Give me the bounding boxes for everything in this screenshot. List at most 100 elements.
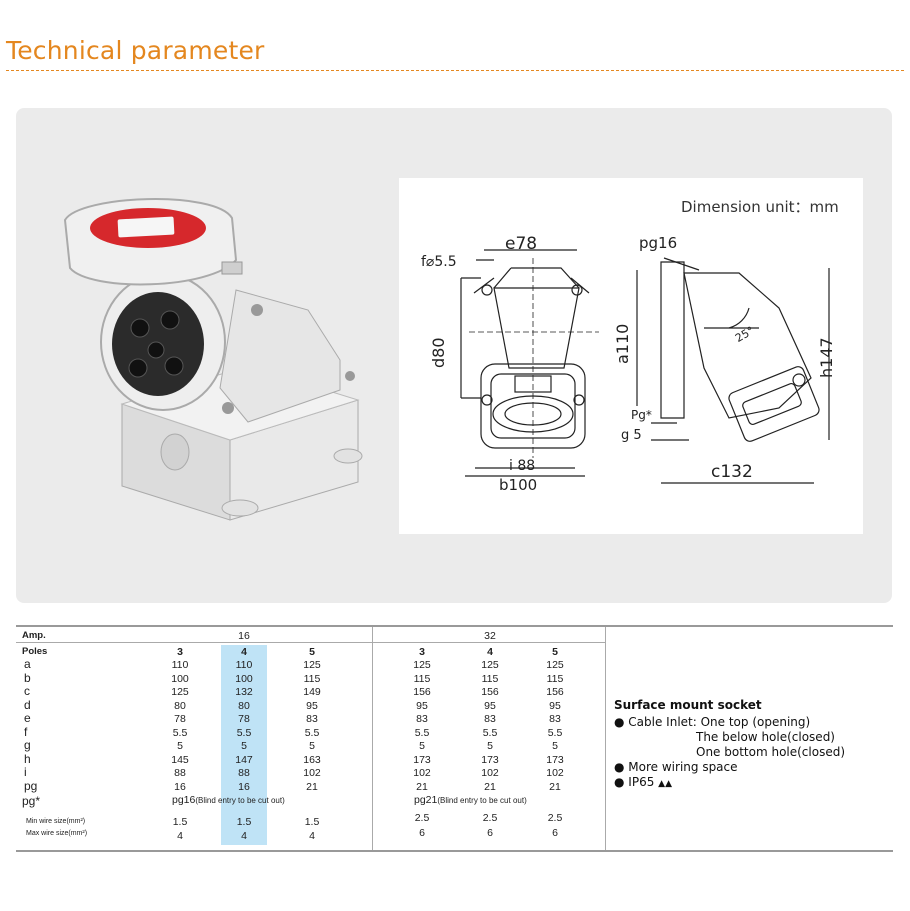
min-wire-label: Min wire size(mm²) [26, 818, 86, 825]
table-header-rule [16, 642, 605, 643]
table-cell: 147 [235, 753, 253, 766]
table-cell: 5 [419, 740, 425, 752]
dimension-unit: Dimension unit：mm [681, 198, 839, 216]
table-cell: 16 [238, 780, 250, 793]
front-view [460, 249, 830, 484]
table-cell: 5 [309, 740, 315, 752]
table-bottom-rule [16, 850, 893, 852]
info-wiring: ● More wiring space [614, 760, 738, 774]
table-cell: 125 [481, 659, 499, 671]
row-label: f [24, 724, 28, 739]
amp-label: Amp. [22, 630, 46, 641]
min-wire-32-4: 2.5 [482, 812, 498, 824]
min-wire-16-3: 1.5 [172, 816, 188, 828]
table-cell: 95 [549, 699, 561, 712]
table-cell: 83 [416, 713, 428, 725]
amp-16: 16 [238, 630, 250, 642]
screw-2 [222, 402, 234, 414]
table-cell: 88 [238, 767, 250, 779]
min-wire-32-3: 2.5 [414, 812, 430, 824]
table-cell: 95 [306, 699, 318, 712]
row-label: h [24, 751, 31, 766]
highlight-column [221, 645, 267, 845]
lid-label [117, 216, 175, 238]
table-cell: 125 [171, 686, 189, 698]
min-wire-16-4: 1.5 [236, 816, 252, 828]
table-cell: 21 [306, 780, 318, 793]
table-cell: 83 [306, 713, 318, 725]
label-pg-star: Pg* [631, 408, 652, 422]
cable-entry [160, 433, 190, 471]
table-cell: 102 [303, 767, 321, 779]
label-e: e78 [505, 234, 538, 254]
table-cell: 173 [546, 753, 564, 766]
table-cell: 132 [235, 686, 253, 698]
min-wire-16-5: 1.5 [304, 816, 320, 828]
table-cell: 80 [238, 699, 250, 712]
screw-3 [345, 371, 355, 381]
info-heading: Surface mount socket [614, 698, 762, 712]
screw-1 [251, 304, 263, 316]
table-cell: 88 [174, 767, 186, 779]
label-f: f⌀5.5 [421, 254, 457, 270]
table-cell: 115 [546, 672, 564, 685]
pole-32-5: 5 [552, 646, 558, 658]
table-cell: 5 [487, 740, 493, 752]
table-cell: 100 [235, 672, 253, 685]
table-cell: 95 [484, 699, 496, 712]
pole-32-3: 3 [419, 646, 425, 658]
table-divider-1 [372, 627, 373, 850]
water-drop-icon: ▲▲ [658, 779, 673, 789]
pole-16-4: 4 [241, 646, 247, 658]
row-label: e [24, 711, 31, 725]
table-cell: 78 [174, 713, 186, 725]
row-label: d [24, 697, 31, 712]
table-cell: 21 [549, 780, 561, 793]
pin-hole-5 [164, 356, 184, 376]
row-label: pg [24, 778, 38, 793]
product-info: Surface mount socket ● Cable Inlet: One … [614, 698, 845, 792]
table-cell: 173 [413, 753, 431, 766]
table-cell: 156 [413, 686, 431, 698]
row-label: b [24, 670, 31, 685]
pg-star-32: pg21(Blind entry to be cut out) [414, 794, 527, 806]
info-ip: ● IP65 ▲▲ [614, 775, 673, 789]
pin-hole-3 [147, 341, 165, 359]
table-cell: 149 [303, 686, 321, 698]
table-cell: 163 [303, 753, 321, 766]
table-cell: 115 [413, 672, 431, 685]
pole-32-4: 4 [487, 646, 493, 658]
table-cell: 156 [481, 686, 499, 698]
table-cell: 110 [235, 659, 253, 671]
housing-side [219, 289, 341, 423]
table-top-rule [16, 625, 893, 627]
table-cell: 83 [549, 713, 561, 725]
table-cell: 5 [552, 740, 558, 752]
info-below-hole: The below hole(closed) [696, 730, 835, 744]
min-wire-32-5: 2.5 [547, 812, 563, 824]
socket-photo [63, 198, 363, 521]
amp-32: 32 [484, 630, 496, 642]
max-wire-16-3: 4 [177, 830, 183, 842]
mount-ear-left [221, 499, 259, 517]
table-cell: 102 [481, 767, 499, 779]
max-wire-32-4: 6 [487, 827, 493, 839]
max-wire-16-4: 4 [241, 830, 247, 842]
table-cell: 78 [238, 713, 250, 725]
pg-star-label: pg* [22, 794, 41, 808]
label-h: h147 [817, 337, 836, 378]
row-label: c [24, 684, 30, 698]
row-label: i [24, 765, 27, 779]
table-cell: 102 [546, 767, 564, 779]
info-bottom-hole: One bottom hole(closed) [696, 745, 846, 759]
lid-hinge [221, 261, 243, 275]
dimension-drawing: Dimension unit：mm [399, 178, 863, 534]
